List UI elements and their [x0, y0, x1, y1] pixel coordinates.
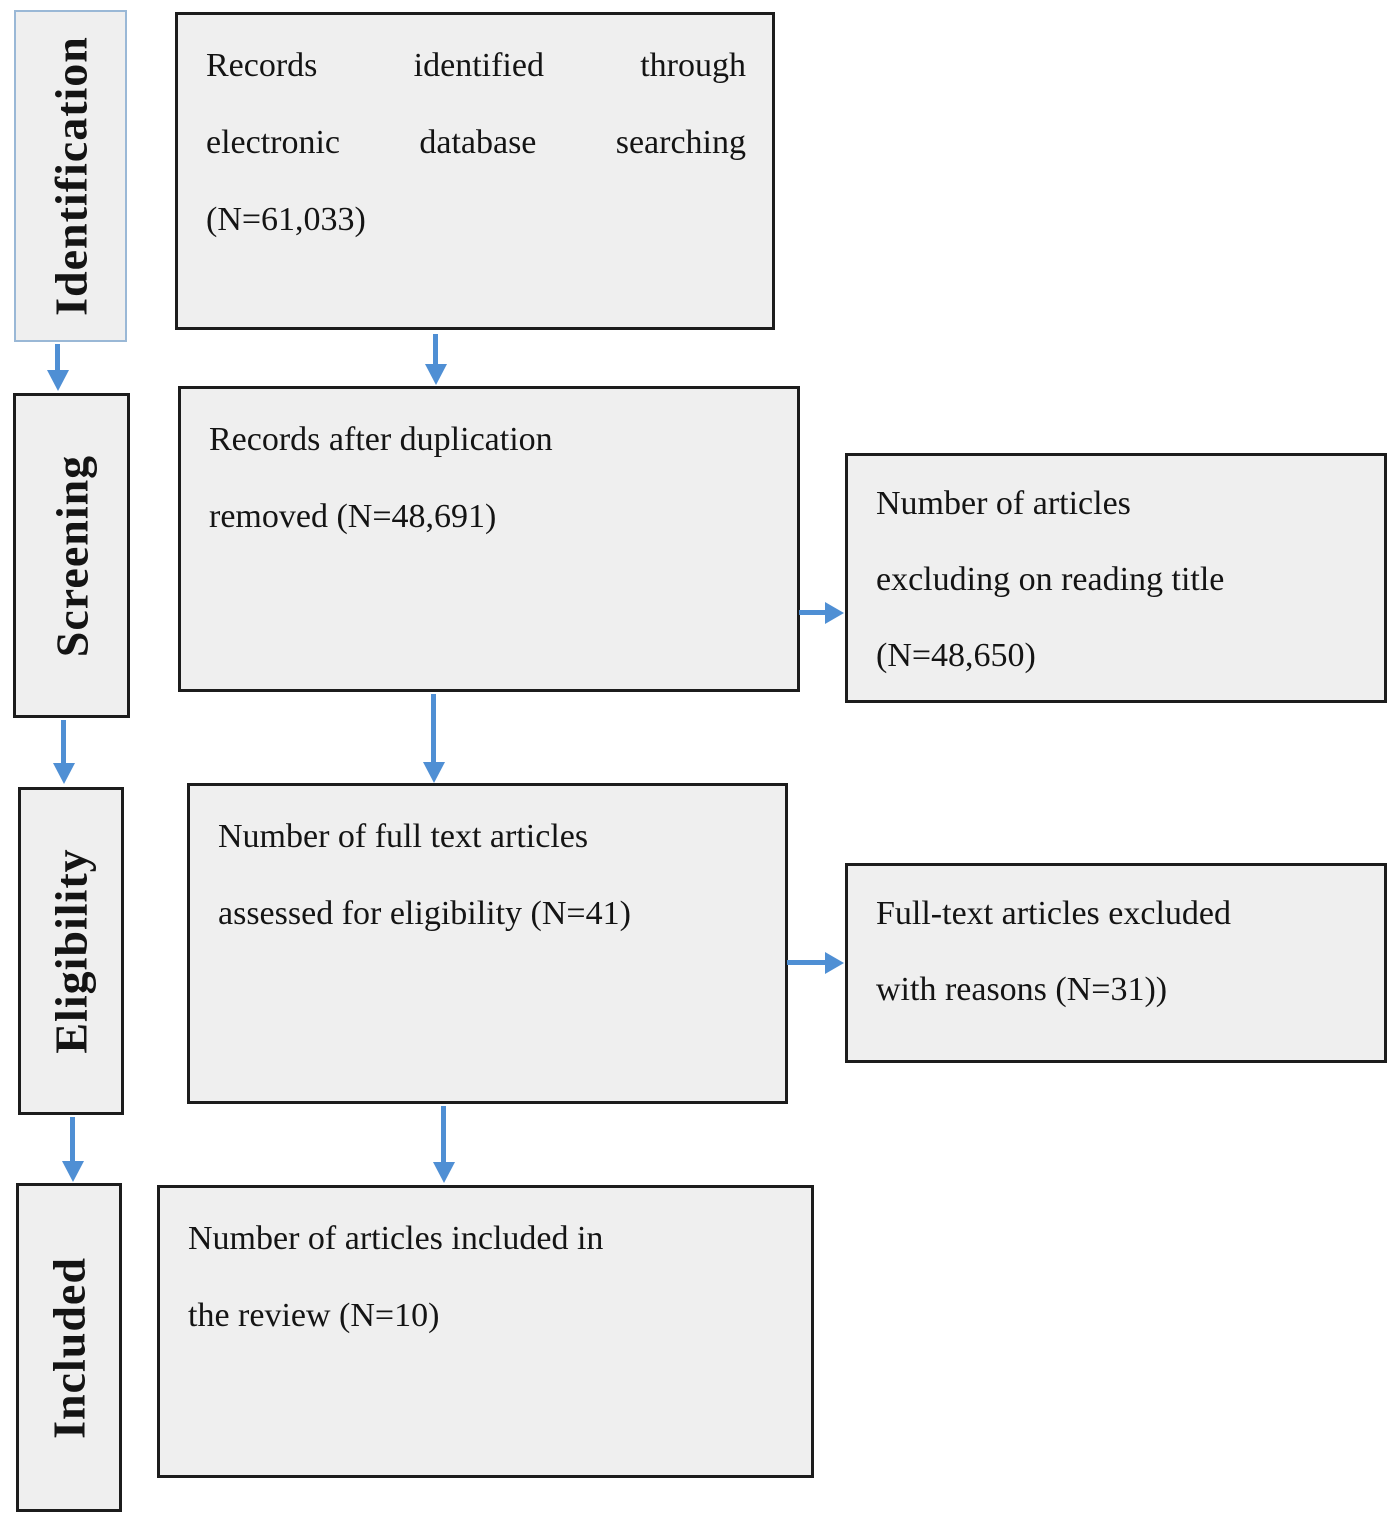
box-records-after-duplication-line2: removed (N=48,691) [209, 498, 497, 535]
stage-eligibility-label: Eligibility [45, 848, 97, 1054]
box-records-after-duplication-line1: Records after duplication [209, 421, 553, 458]
box-records-identified-line3: (N=61,033) [206, 201, 366, 238]
arrow-screening-to-eligibility [61, 720, 66, 764]
box-full-text-assessed-line1: Number of full text articles [218, 818, 589, 855]
stage-screening-label: Screening [46, 454, 97, 657]
box-full-text-excluded: Full-text articles excluded with reasons… [845, 863, 1387, 1063]
stage-screening: Screening [13, 393, 130, 718]
box-full-text-assessed-line2: assessed for eligibility (N=41) [218, 895, 631, 932]
box-articles-included-line1: Number of articles included in [188, 1220, 604, 1257]
stage-identification: Identification [14, 10, 127, 342]
box-records-after-duplication: Records after duplication removed (N=48,… [178, 386, 800, 692]
stage-included-label: Included [43, 1256, 95, 1439]
box-excluded-on-title-line1: Number of articles [876, 485, 1131, 522]
stage-eligibility: Eligibility [18, 787, 124, 1115]
box-records-identified: Records identified through electronic da… [175, 12, 775, 330]
stage-identification-label: Identification [45, 36, 96, 316]
stage-included: Included [16, 1183, 122, 1512]
box-excluded-on-title: Number of articles excluding on reading … [845, 453, 1387, 703]
box-excluded-on-title-line2: excluding on reading title [876, 561, 1225, 598]
arrow-identification-to-screening [55, 344, 60, 371]
box-excluded-on-title-line3: (N=48,650) [876, 637, 1036, 674]
arrow-to-fulltext-exclusions [787, 960, 826, 965]
arrow-assessed-to-included [441, 1106, 446, 1163]
box-full-text-excluded-line2: with reasons (N=31)) [876, 971, 1168, 1008]
box-records-identified-line1: Records identified through [206, 47, 746, 84]
arrow-identified-to-deduplicated [433, 334, 438, 365]
arrow-to-title-exclusions [799, 610, 826, 615]
box-articles-included: Number of articles included in the revie… [157, 1185, 814, 1478]
box-articles-included-line2: the review (N=10) [188, 1297, 440, 1334]
box-full-text-excluded-line1: Full-text articles excluded [876, 895, 1231, 932]
box-records-identified-line2: electronic database searching [206, 124, 746, 161]
box-full-text-assessed: Number of full text articles assessed fo… [187, 783, 788, 1104]
arrow-deduplicated-to-assessed [431, 694, 436, 763]
arrow-eligibility-to-included [70, 1117, 75, 1162]
